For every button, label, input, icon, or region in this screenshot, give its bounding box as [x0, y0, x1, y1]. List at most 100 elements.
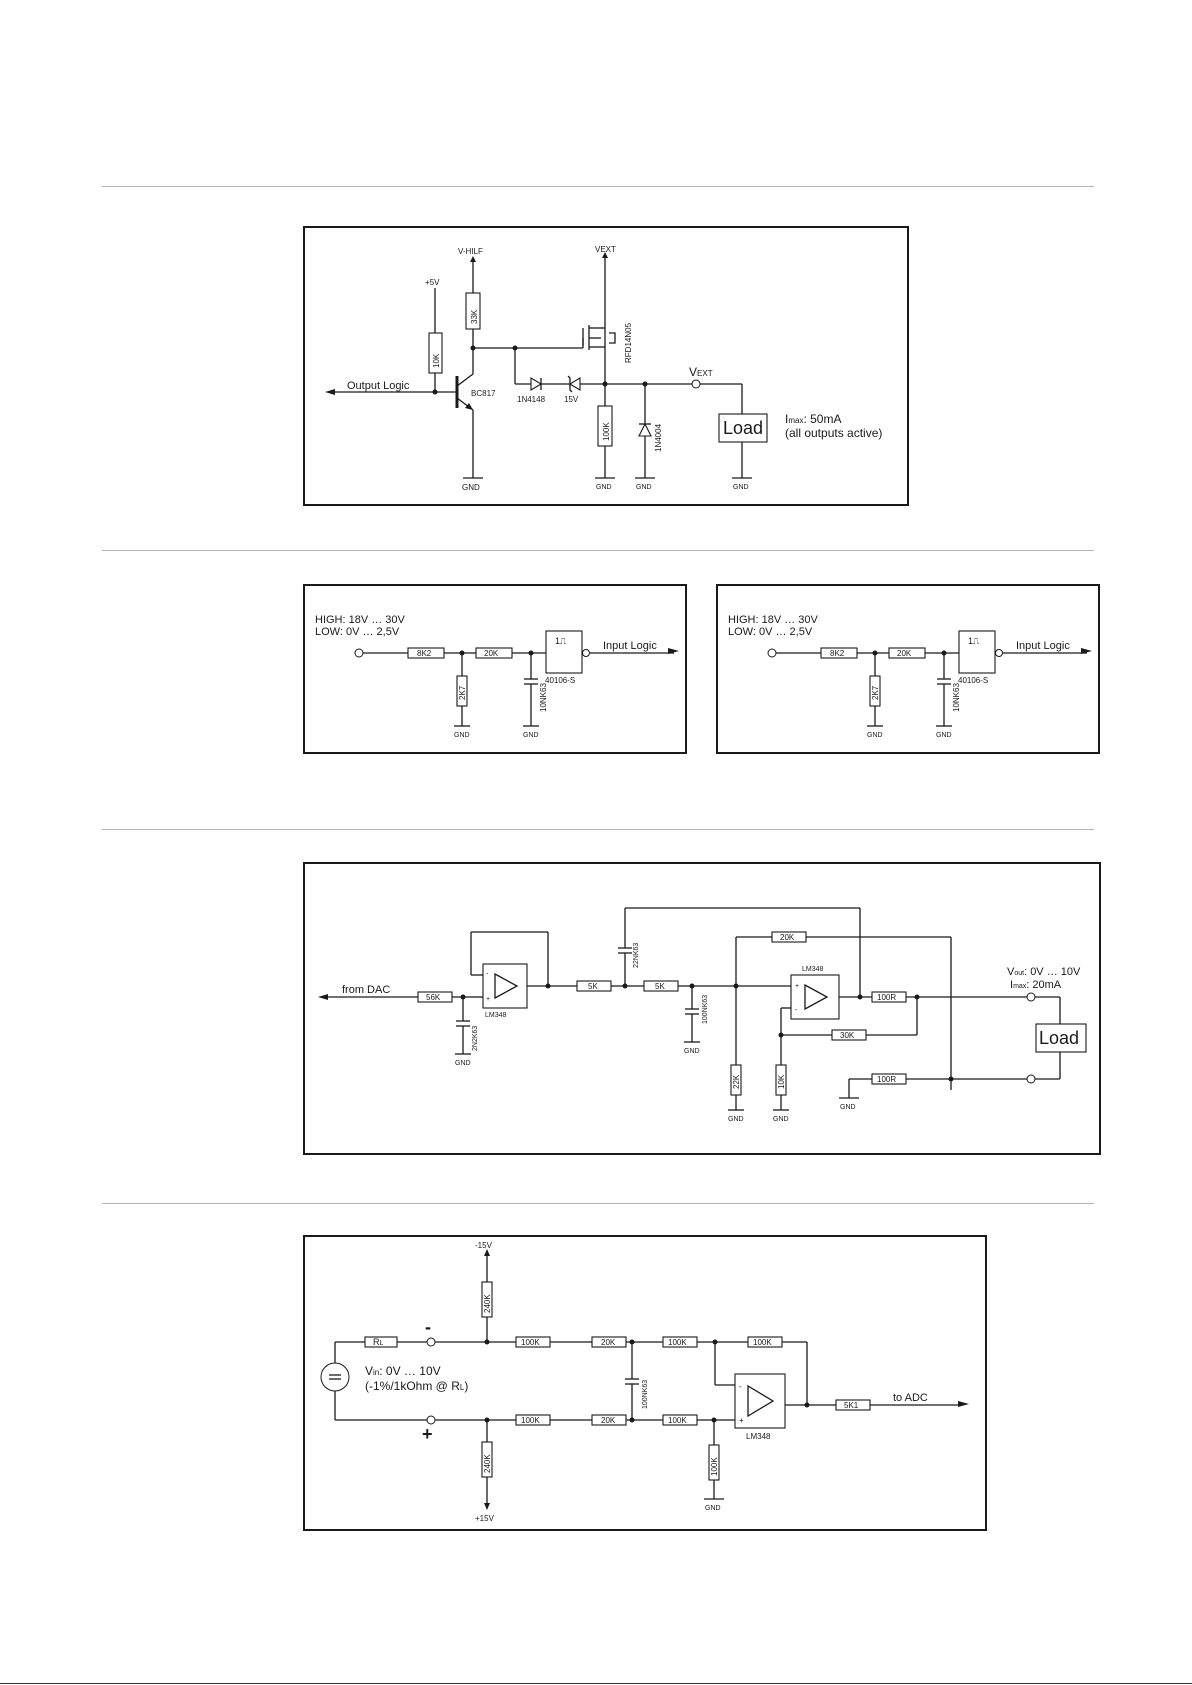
imax-note: (all outputs active)	[785, 426, 882, 440]
transistor-label: BC817	[471, 389, 496, 398]
minus-sign: -	[739, 1382, 742, 1391]
section-rule	[102, 829, 1094, 830]
resistor-20k-label: 20K	[601, 1338, 616, 1347]
plus15-label: +15V	[475, 1514, 495, 1523]
plus-sign: +	[795, 983, 799, 990]
minus-sign: -	[486, 971, 489, 978]
opamp-label: LM348	[802, 966, 824, 973]
analog-input-diagram: RL - + Vin: 0V … 10V (-1%/1kOhm @ RL) 24…	[303, 1235, 987, 1531]
input-schematic-2: HIGH: 18V … 30V LOW: 0V … 2,5V 8K2 2K7 G…	[728, 614, 1092, 739]
gnd-label: GND	[455, 1060, 471, 1067]
diode-1n4148-label: 1N4148	[517, 395, 546, 404]
arrow-icon	[484, 1249, 490, 1256]
resistor-100k-label: 100K	[521, 1416, 540, 1425]
resistor-100k-label: 100K	[668, 1338, 687, 1347]
resistor-8k2-label: 8K2	[417, 649, 432, 658]
resistor-20k-label: 20K	[601, 1416, 616, 1425]
arrow-icon	[1081, 648, 1092, 654]
gnd-label: GND	[728, 1116, 744, 1123]
output-logic-label: Output Logic	[347, 380, 410, 392]
gnd-label: GND	[867, 732, 883, 739]
resistor-5k-b-label: 5K	[655, 982, 665, 991]
resistor-2k7-label: 2K7	[871, 685, 880, 700]
output-circuit-diagram: +5V 10K Output Logic BC817 GND V-HILF 33…	[303, 226, 909, 506]
gnd-label: GND	[636, 484, 652, 491]
digital-input-diagram-2: HIGH: 18V … 30V LOW: 0V … 2,5V 8K2 2K7 G…	[716, 584, 1100, 754]
from-dac-label: from DAC	[342, 984, 390, 996]
gnd-label: GND	[840, 1104, 856, 1111]
plus-sign: +	[486, 996, 490, 1003]
ic-label: 40106-S	[545, 676, 575, 685]
resistor-100r-b-label: 100R	[877, 1075, 896, 1084]
gnd-label: GND	[462, 483, 480, 492]
opamp-icon	[747, 1384, 775, 1418]
minus-sign: -	[425, 1317, 431, 1337]
gnd-label: GND	[596, 484, 612, 491]
capacitor-label: 2N2K63	[472, 1026, 479, 1051]
ic-label: 40106-S	[958, 676, 988, 685]
resistor-2k7-label: 2K7	[458, 685, 467, 700]
imax-label: Imax: 50mA	[785, 412, 841, 426]
arrow-icon	[484, 1503, 490, 1510]
return-terminal	[1026, 1074, 1036, 1084]
arrow-icon	[958, 1401, 969, 1407]
low-label: LOW: 0V … 2,5V	[728, 626, 813, 638]
schmitt-trigger-ic	[545, 630, 583, 674]
zener-label: 15V	[564, 395, 579, 404]
resistor-100r-a-label: 100R	[877, 993, 896, 1002]
resistor-33k-label: 33K	[470, 309, 479, 324]
capacitor-label: 10NK63	[952, 683, 961, 712]
resistor-5k1-label: 5K1	[844, 1401, 859, 1410]
gnd-label: GND	[454, 732, 470, 739]
gnd-label: GND	[705, 1505, 721, 1512]
plus5v-label: +5V	[425, 278, 440, 287]
vout-terminal	[1026, 992, 1036, 1002]
analog-output-schematic: from DAC 56K 2N2K63 GND - + LM348 5K 22N…	[318, 907, 1087, 1123]
opamp-icon	[494, 972, 519, 1000]
input-logic-label: Input Logic	[1016, 640, 1070, 652]
gnd-label: GND	[523, 732, 539, 739]
gnd-label: GND	[773, 1116, 789, 1123]
input-terminal	[767, 648, 777, 658]
input-schematic-1: HIGH: 18V … 30V LOW: 0V … 2,5V 8K2 2K7 G…	[315, 614, 679, 739]
schmitt-icon: 1⎍	[555, 636, 567, 646]
minus-terminal	[426, 1337, 436, 1347]
resistor-100k-label: 100K	[602, 422, 611, 441]
resistor-20k-label: 20K	[484, 649, 499, 658]
output-schematic: +5V 10K Output Logic BC817 GND V-HILF 33…	[325, 245, 882, 492]
high-label: HIGH: 18V … 30V	[315, 614, 406, 626]
vin-label: Vin: 0V … 10V	[365, 1364, 441, 1378]
opamp-label: LM348	[485, 1012, 507, 1019]
resistor-20k-label: 20K	[780, 933, 795, 942]
analog-input-schematic: RL - + Vin: 0V … 10V (-1%/1kOhm @ RL) 24…	[320, 1241, 969, 1523]
vout-label: Vout: 0V … 10V	[1007, 966, 1081, 978]
load-box	[718, 413, 768, 443]
plus-terminal	[426, 1415, 436, 1425]
resistor-30k-label: 30K	[840, 1031, 855, 1040]
capacitor-label: 100NK63	[702, 995, 709, 1024]
vext-label: VEXT	[689, 365, 713, 379]
resistor-22k-label: 22K	[732, 1074, 741, 1089]
opamp-lm348	[734, 1373, 786, 1429]
load-label: Load	[723, 418, 763, 438]
resistor-100k-label: 100K	[710, 1457, 719, 1476]
opamp-label: LM348	[746, 1432, 771, 1441]
resistor-10k-label: 10K	[432, 353, 441, 368]
diode-1n4148	[530, 377, 543, 391]
arrow-icon	[668, 648, 679, 654]
section-rule	[102, 1203, 1094, 1204]
input-logic-label: Input Logic	[603, 640, 657, 652]
section-rule	[102, 550, 1094, 551]
resistor-10k-label: 10K	[777, 1074, 786, 1089]
high-label: HIGH: 18V … 30V	[728, 614, 819, 626]
capacitor-label: 10NK63	[539, 683, 548, 712]
opamp-lm348-2	[790, 974, 840, 1020]
plus-sign: +	[739, 1416, 744, 1425]
digital-input-diagram-1: HIGH: 18V … 30V LOW: 0V … 2,5V 8K2 2K7 G…	[303, 584, 687, 754]
zener-15v	[568, 377, 581, 391]
imax-label: Imax: 20mA	[1010, 979, 1062, 991]
page-footer-rule	[0, 1683, 1192, 1684]
resistor-8k2-label: 8K2	[830, 649, 845, 658]
voltage-source-icon	[320, 1362, 350, 1392]
gnd-label: GND	[733, 484, 749, 491]
